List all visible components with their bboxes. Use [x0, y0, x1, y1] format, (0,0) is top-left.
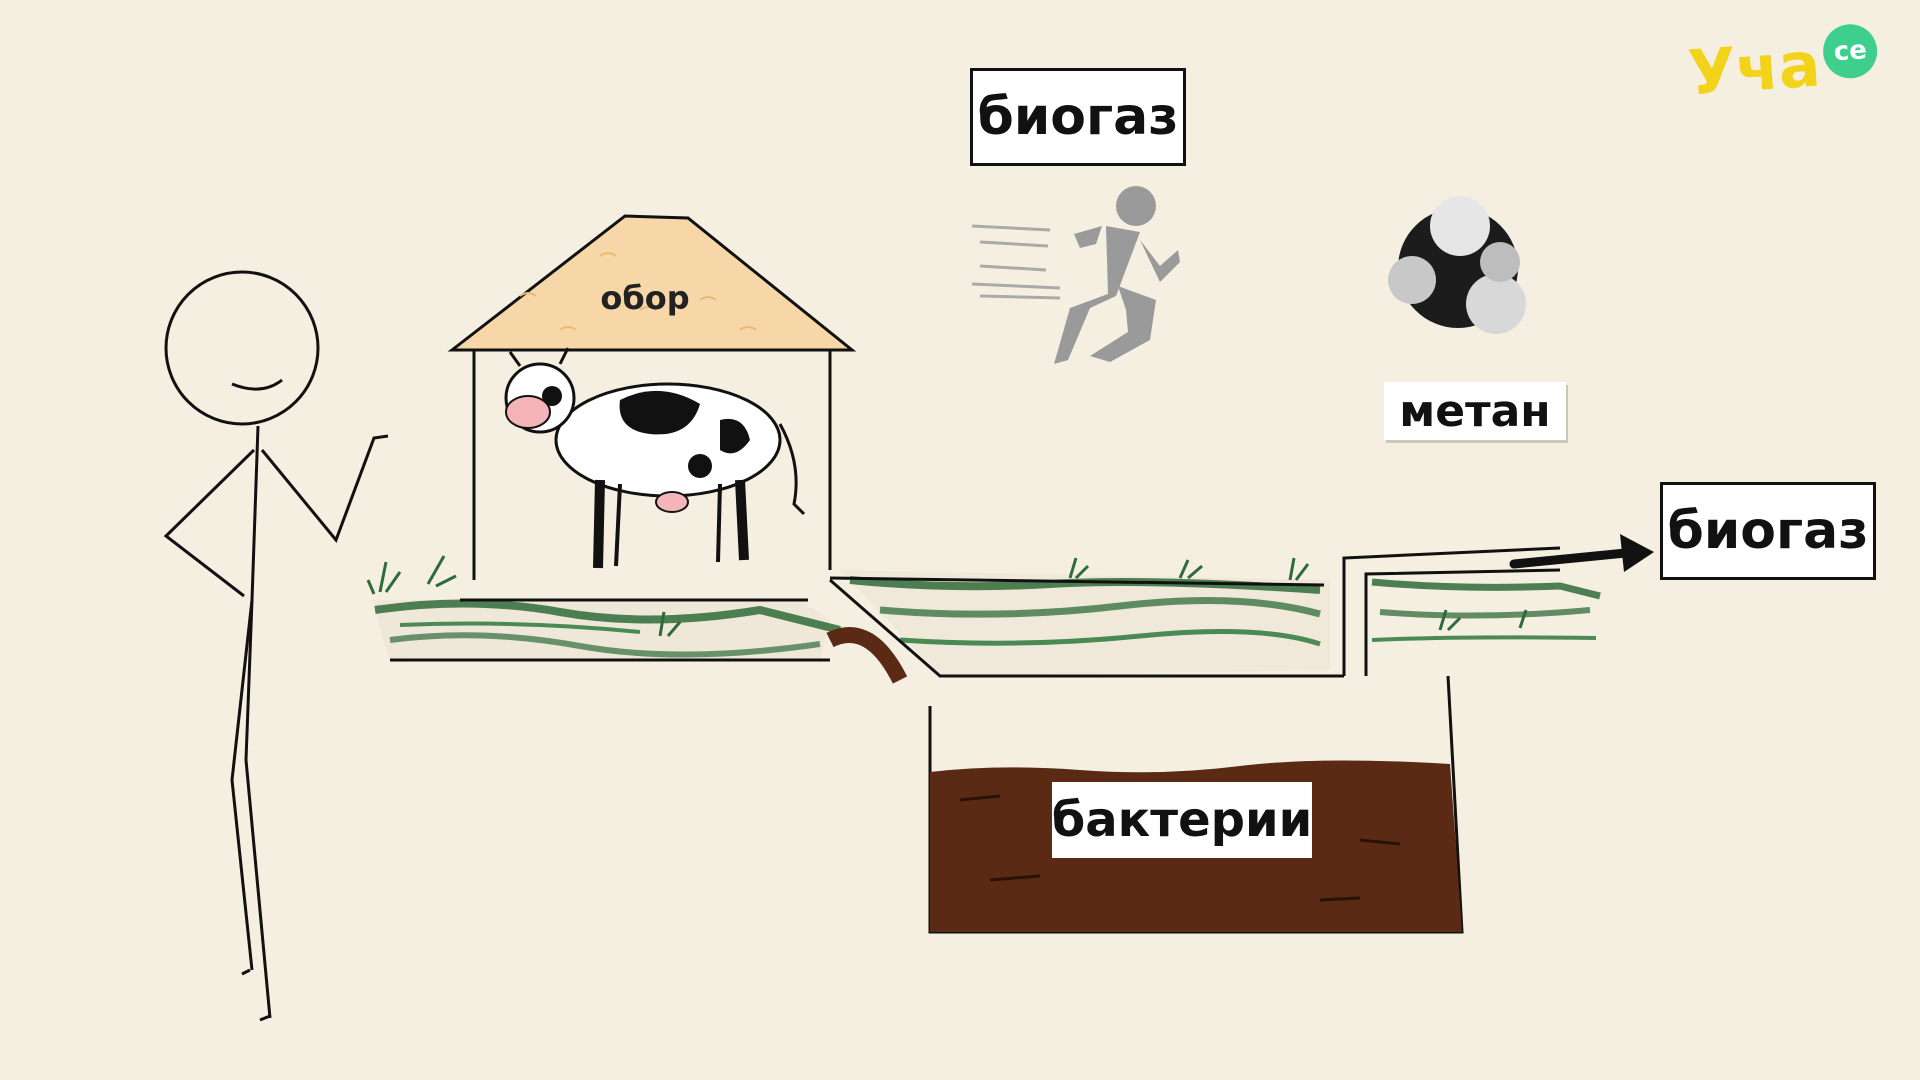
ground-middle: [829, 570, 1344, 678]
ground-left: [372, 598, 841, 662]
methane-label: метан: [1384, 382, 1566, 440]
gas-pipe: [1342, 546, 1561, 676]
grass-tufts: [366, 555, 1528, 637]
arrow-right-icon: [1509, 534, 1654, 572]
stick-figure-icon: [163, 270, 389, 1022]
barn-icon: [447, 214, 857, 580]
methane-molecule-icon: [1388, 196, 1526, 334]
cow-icon: [504, 347, 806, 569]
uchase-logo: Уча се: [1685, 19, 1880, 112]
biogas-label-top: биогаз: [970, 68, 1186, 166]
ground-right: [1371, 578, 1601, 642]
running-person-icon: [971, 186, 1180, 364]
logo-text: Уча: [1685, 27, 1823, 110]
logo-badge: се: [1821, 22, 1880, 81]
bacteria-label: бактерии: [1052, 782, 1312, 858]
biogas-label-right: биогаз: [1660, 482, 1876, 580]
barn-label: обор: [600, 279, 690, 317]
